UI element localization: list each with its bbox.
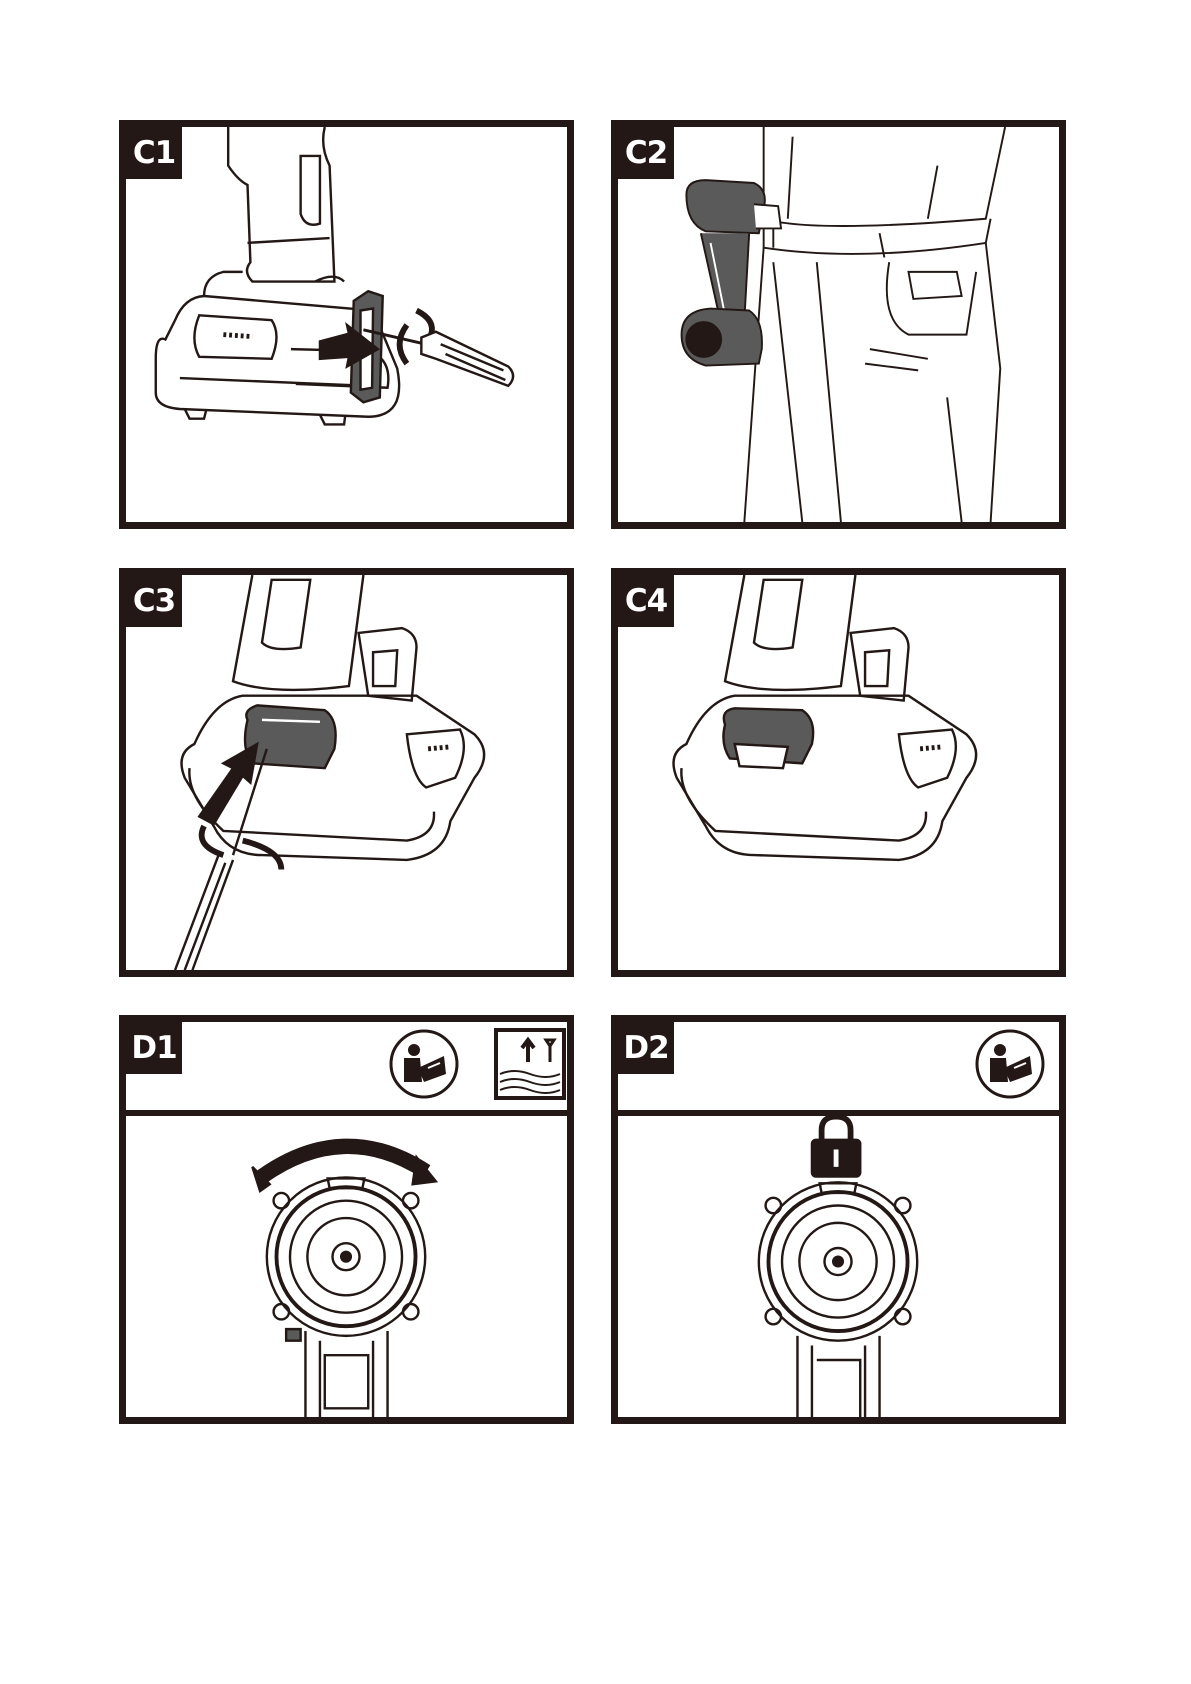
panel-label-c4: C4 bbox=[618, 575, 674, 627]
panel-label-c3: C3 bbox=[126, 575, 182, 627]
clip-removal-screw-illustration bbox=[126, 575, 567, 970]
torque-collar-rotate-illustration bbox=[126, 1022, 567, 1417]
panel-c2: C2 bbox=[611, 120, 1066, 529]
panel-c3: C3 bbox=[119, 568, 574, 977]
panel-c1: C1 bbox=[119, 120, 574, 529]
panel-c4: C4 bbox=[611, 568, 1066, 977]
clip-removed-illustration bbox=[618, 575, 1059, 970]
battery-clip-screw-illustration bbox=[126, 127, 567, 522]
panel-label-d2: D2 bbox=[618, 1022, 674, 1074]
belt-clip-worn-illustration bbox=[618, 127, 1059, 522]
lock-icon bbox=[812, 1117, 860, 1177]
panel-d1: D1 bbox=[119, 1015, 574, 1424]
panel-label-c1: C1 bbox=[126, 127, 182, 179]
panel-label-d1: D1 bbox=[126, 1022, 182, 1074]
panel-label-c2: C2 bbox=[618, 127, 674, 179]
panel-d2: D2 bbox=[611, 1015, 1066, 1424]
collar-locked-illustration bbox=[618, 1022, 1059, 1417]
